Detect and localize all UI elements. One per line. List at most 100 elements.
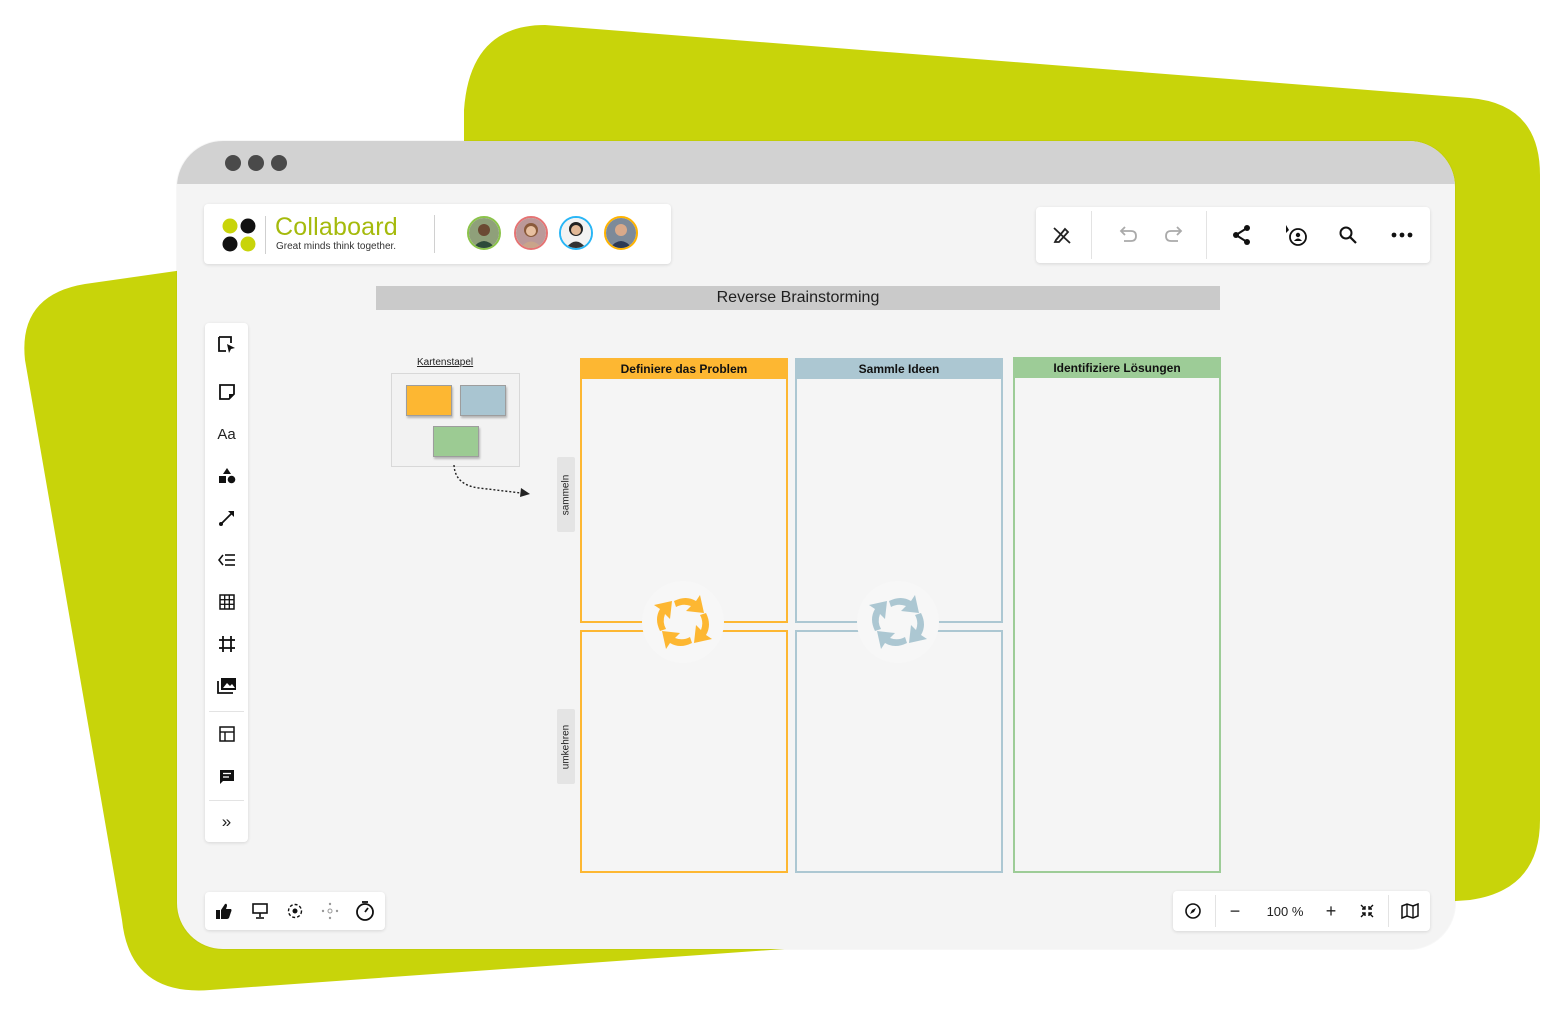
zoom-out-icon: − [1229,900,1241,921]
card-stack-label: Kartenstapel [417,357,474,368]
undo-icon [1119,226,1137,242]
row-label-sammeln: sammeln [557,457,575,532]
share-button[interactable] [1222,207,1262,263]
follow-user-button[interactable] [1276,207,1316,263]
row-label-text: sammeln [560,474,572,515]
top-toolbar [1036,207,1430,263]
expand-toolbar-button[interactable]: » [205,804,248,840]
zoom-out-button[interactable]: − [1221,891,1249,931]
media-icon [216,678,236,694]
comment-tool-button[interactable] [205,759,248,795]
expand-icon: » [221,812,232,831]
panel-divider [434,215,435,253]
toolbar-divider [1215,895,1216,927]
timer-icon [356,901,374,921]
pen-off-button[interactable] [1042,207,1082,263]
minimap-button[interactable] [1394,891,1426,931]
zoom-level[interactable]: 100 % [1266,903,1304,919]
more-button[interactable] [1382,207,1422,263]
thumbs-up-icon [216,903,232,919]
media-tool-button[interactable] [205,668,248,704]
more-icon [1391,232,1413,238]
board-cell-solutions[interactable] [1013,376,1221,873]
focus-button[interactable] [279,892,311,930]
window-titlebar [177,141,1455,184]
comment-icon [219,770,234,784]
board-cell-ideas-bottom[interactable] [795,630,1003,873]
navigator-button[interactable] [1177,891,1209,931]
timer-button[interactable] [349,892,381,930]
avatar[interactable] [559,216,593,250]
sticky-note-tool-button[interactable] [205,374,248,410]
stack-card-green[interactable] [433,426,479,457]
row-label-umkehren: umkehren [557,709,575,784]
cycle-orange-icon [642,581,724,663]
row-label-text: umkehren [560,724,572,769]
presentation-button[interactable] [244,892,276,930]
presentation-icon [252,903,268,919]
undo-button[interactable] [1107,207,1147,263]
bottom-left-toolbar [205,892,385,930]
table-icon [218,594,235,610]
window-dot-icon [225,155,241,171]
header-brand-panel: Collaboard Great minds think together. [204,204,671,264]
card-stack[interactable] [391,373,520,467]
left-toolbar: Aa » [205,323,248,842]
column-header-solutions[interactable]: Identifiziere Lösungen [1013,357,1221,378]
user-avatar-icon [606,218,636,248]
frame-icon [218,636,235,652]
text-tool-button[interactable]: Aa [205,416,248,452]
brand-tagline: Great minds think together. [276,241,397,252]
column-header-ideas[interactable]: Sammle Ideen [795,358,1003,379]
collaboard-logo-icon [222,218,256,252]
user-avatar-icon [469,218,499,248]
sticky-note-icon [218,384,235,400]
spread-icon [321,902,339,920]
redo-icon [1165,226,1183,242]
toolbar-divider [209,800,244,801]
avatar[interactable] [604,216,638,250]
share-icon [1233,225,1250,245]
vote-button[interactable] [208,892,240,930]
fit-screen-button[interactable] [1353,891,1381,931]
board-cell-problem-bottom[interactable] [580,630,788,873]
column-header-problem[interactable]: Definiere das Problem [580,358,788,379]
follow-user-icon [1286,225,1307,246]
redo-button[interactable] [1155,207,1195,263]
avatar[interactable] [514,216,548,250]
stack-card-blue[interactable] [460,385,506,416]
search-button[interactable] [1328,207,1368,263]
brand-name: Collaboard [275,213,398,241]
list-icon [217,554,235,566]
app-window: Collaboard Great minds think together. [177,141,1455,949]
user-avatar-icon [516,218,546,248]
shapes-tool-button[interactable] [205,458,248,494]
compass-icon [1185,903,1201,919]
user-avatar-icon [561,218,591,248]
window-dot-icon [271,155,287,171]
template-icon [218,726,235,742]
zoom-in-button[interactable]: + [1317,891,1345,931]
table-tool-button[interactable] [205,584,248,620]
toolbar-divider [1091,211,1092,259]
toolbar-divider [1206,211,1207,259]
search-icon [1339,226,1357,244]
template-tool-button[interactable] [205,716,248,752]
refresh-cycle-icon [654,595,712,649]
zoom-in-icon: + [1325,900,1337,921]
cycle-blue-icon [857,581,939,663]
map-icon [1401,903,1419,919]
refresh-cycle-icon [869,595,927,649]
avatar[interactable] [467,216,501,250]
spread-button[interactable] [314,892,346,930]
bottom-right-toolbar: − 100 % + [1173,891,1430,931]
stack-card-orange[interactable] [406,385,452,416]
toolbar-divider [1388,895,1389,927]
select-icon [217,336,235,353]
frame-tool-button[interactable] [205,626,248,662]
connector-tool-button[interactable] [205,500,248,536]
select-tool-button[interactable] [205,327,248,363]
list-tool-button[interactable] [205,542,248,578]
board-title[interactable]: Reverse Brainstorming [376,286,1220,310]
fit-screen-icon [1360,904,1374,918]
